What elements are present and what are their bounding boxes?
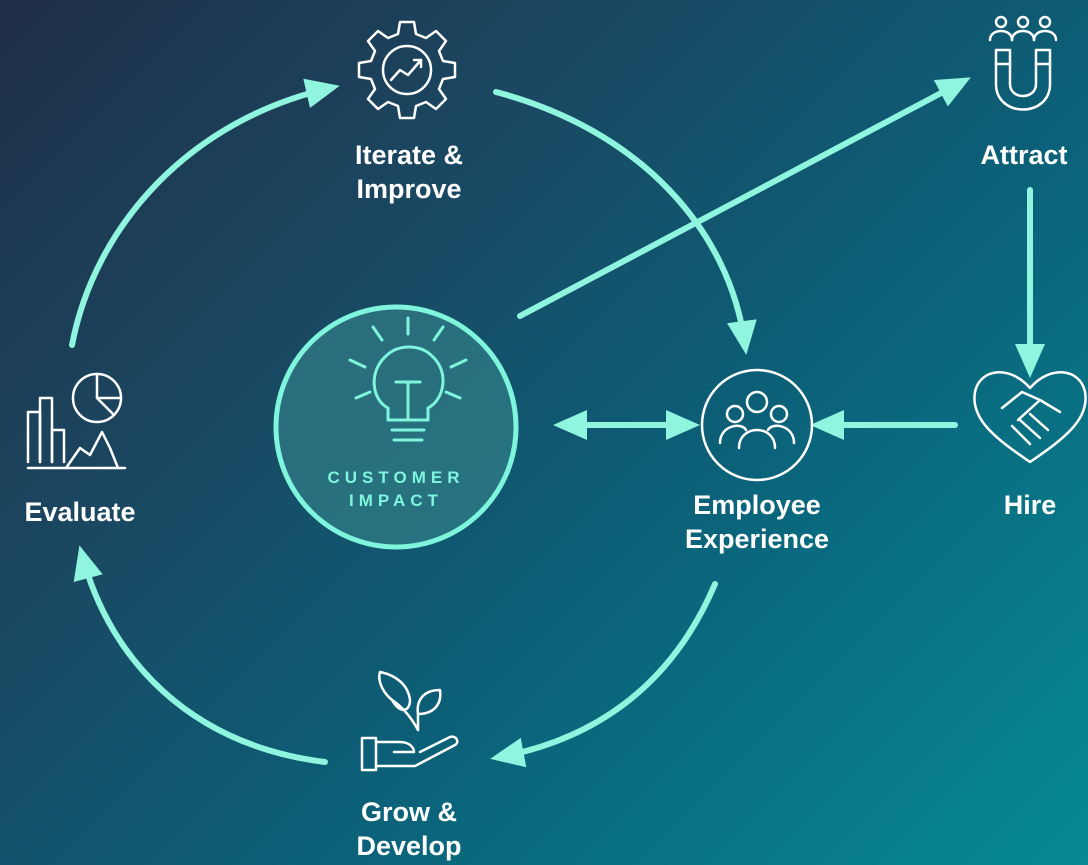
analytics-chart-icon	[26, 372, 127, 470]
hire-label: Hire	[970, 488, 1088, 522]
handshake-heart-icon	[973, 371, 1087, 464]
attract-label-line1: Attract	[980, 140, 1068, 170]
evaluate-label-line1: Evaluate	[24, 497, 136, 527]
iterate-improve-label: Iterate & Improve	[319, 138, 499, 206]
customer-impact-label: CUSTOMER IMPACT	[296, 466, 496, 512]
evaluate-label: Evaluate	[0, 495, 160, 529]
iterate-improve-label-line2: Improve	[356, 174, 462, 204]
arrow-evaluate-to-iterate	[69, 78, 340, 348]
employee-experience-label-line1: Employee	[693, 490, 821, 520]
customer-impact-label-line1: CUSTOMER	[327, 468, 465, 487]
arrow-employee-to-grow	[490, 581, 718, 768]
customer-impact-label-line2: IMPACT	[349, 491, 443, 510]
magnet-people-icon	[988, 15, 1058, 111]
hand-plant-icon	[360, 670, 459, 772]
iterate-improve-label-line1: Iterate &	[354, 140, 464, 170]
arrow-grow-to-evaluate	[73, 545, 328, 765]
grow-develop-label-line2: Develop	[356, 831, 462, 861]
grow-develop-label-line1: Grow &	[360, 797, 457, 827]
customer-impact-circle	[273, 304, 519, 550]
employee-experience-label-line2: Experience	[684, 524, 830, 554]
arrow-iterate-to-employee	[493, 89, 757, 355]
arrow-center-to-attract	[517, 77, 971, 319]
hire-label-line1: Hire	[1003, 490, 1057, 520]
employee-experience-label: Employee Experience	[657, 488, 857, 556]
people-circle-icon	[700, 368, 814, 482]
gear-chart-icon	[357, 20, 457, 120]
attract-label: Attract	[960, 138, 1088, 172]
lightbulb-icon	[348, 316, 468, 442]
grow-develop-label: Grow & Develop	[319, 795, 499, 863]
